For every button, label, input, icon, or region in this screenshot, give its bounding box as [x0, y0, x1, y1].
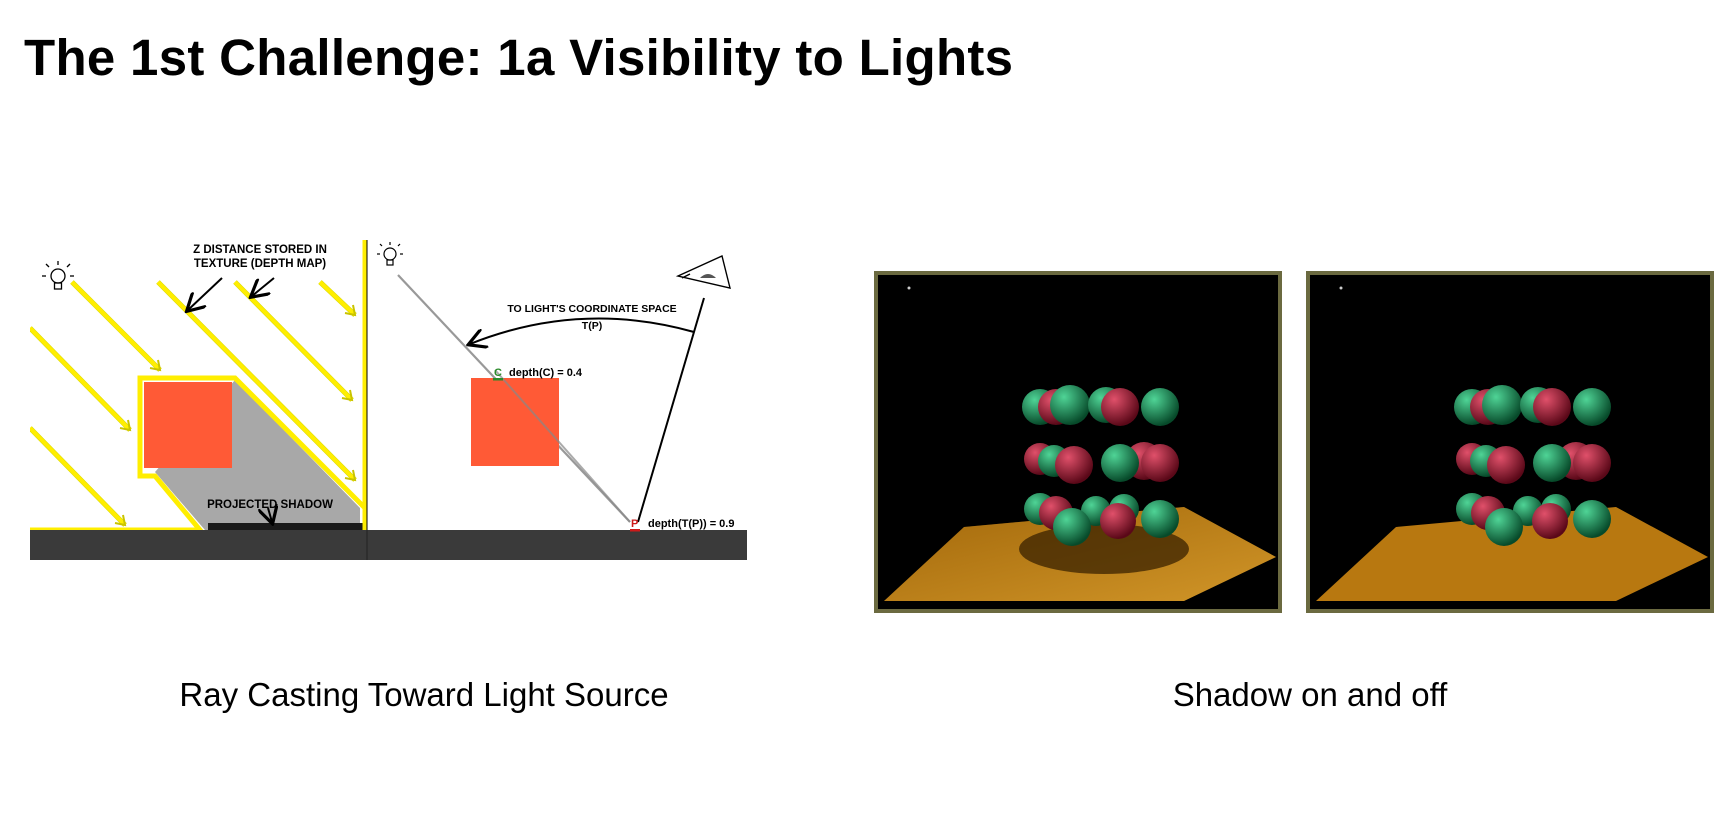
- z-distance-label-1: Z DISTANCE STORED IN: [193, 244, 327, 256]
- point-p-label: P: [631, 518, 638, 530]
- to-light-label: TO LIGHT'S COORDINATE SPACE: [507, 303, 676, 315]
- shadow-on-render: [874, 271, 1282, 613]
- z-distance-label-2: TEXTURE (DEPTH MAP): [194, 258, 326, 270]
- left-caption: Ray Casting Toward Light Source: [179, 676, 669, 713]
- ray-casting-diagram: Z DISTANCE STORED IN TEXTURE (DEPTH MAP)…: [30, 240, 747, 560]
- shadow-off-render: [1306, 271, 1714, 613]
- wooden-floor: [1316, 507, 1708, 601]
- eye-icon: [675, 255, 731, 289]
- slide-title: The 1st Challenge: 1a Visibility to Ligh…: [24, 29, 1014, 86]
- sphere-cluster: [1454, 385, 1611, 546]
- occluder-box-left: [144, 382, 232, 468]
- light-rays: [30, 280, 357, 527]
- transform-label: T(P): [582, 320, 602, 332]
- lightbulb-icon: [42, 261, 74, 290]
- point-c-label: C: [494, 367, 502, 379]
- sphere-cluster: [1022, 385, 1179, 546]
- right-caption: Shadow on and off: [1172, 676, 1448, 713]
- ground-plane: [30, 530, 747, 560]
- lightbulb-icon: [377, 242, 403, 266]
- projected-shadow-label: PROJECTED SHADOW: [207, 499, 333, 511]
- depth-tp-label: depth(T(P)) = 0.9: [648, 518, 734, 530]
- depth-c-label: depth(C) = 0.4: [509, 367, 583, 379]
